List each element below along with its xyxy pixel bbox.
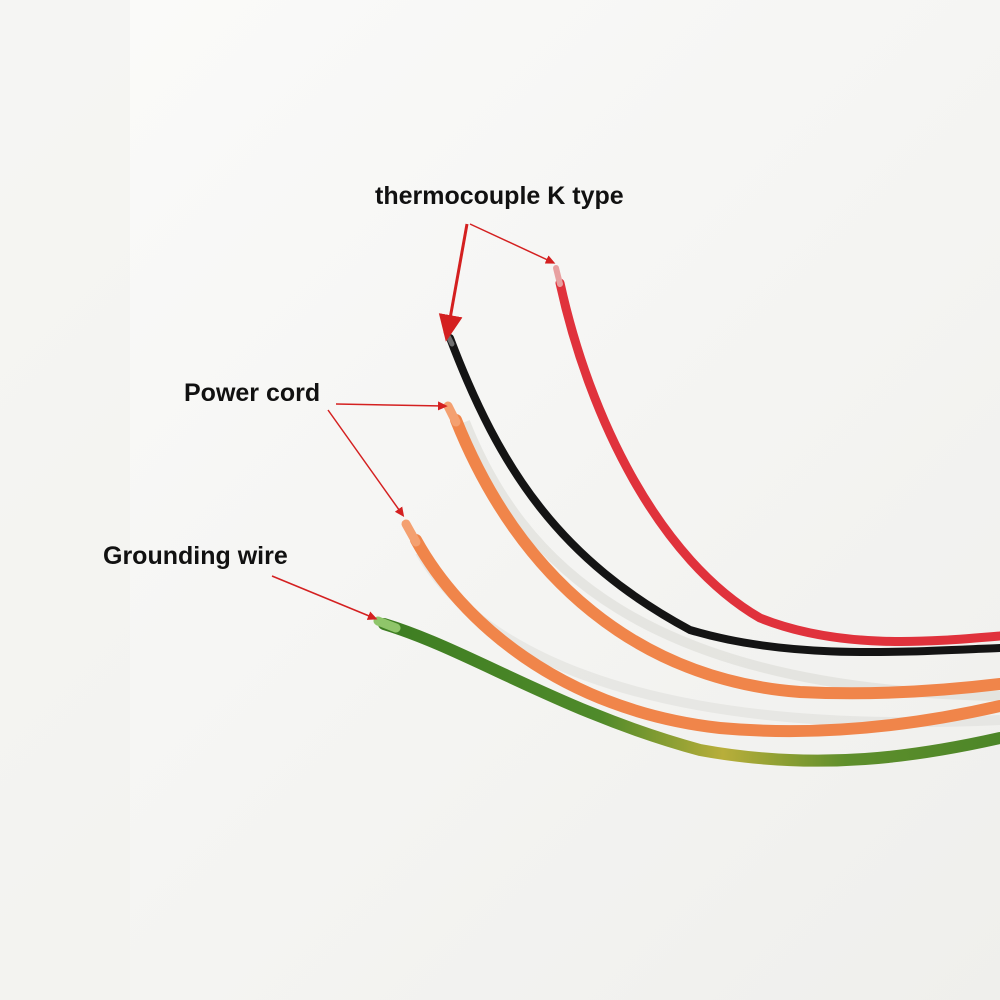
power-cord-tip-upper (443, 401, 461, 427)
pointer-arrow-thermocouple-red (469, 223, 556, 264)
grounding-wire-tip (373, 616, 401, 633)
pointer-arrow-power-cord-lower (327, 409, 405, 518)
wire-shadow (460, 420, 1000, 701)
power-cord-wire-lower (410, 534, 1000, 738)
grounding-wire (378, 618, 1000, 767)
thermocouple-black-wire (446, 334, 1000, 657)
pointer-arrow-thermocouple-black (438, 223, 469, 342)
grounding-wire-label: Grounding wire (103, 542, 288, 570)
thermocouple-red-tip (553, 265, 563, 287)
pointer-arrow-grounding-wire (271, 575, 378, 620)
pointer-arrow-power-cord-upper (335, 401, 448, 411)
power-cord-label: Power cord (184, 379, 321, 407)
power-cord-tip-lower (401, 519, 421, 547)
power-cord-wire-upper (450, 414, 1000, 700)
thermocouple-red-wire (555, 278, 1000, 647)
background-shade (0, 0, 130, 1000)
thermocouple-label: thermocouple K type (375, 182, 624, 210)
